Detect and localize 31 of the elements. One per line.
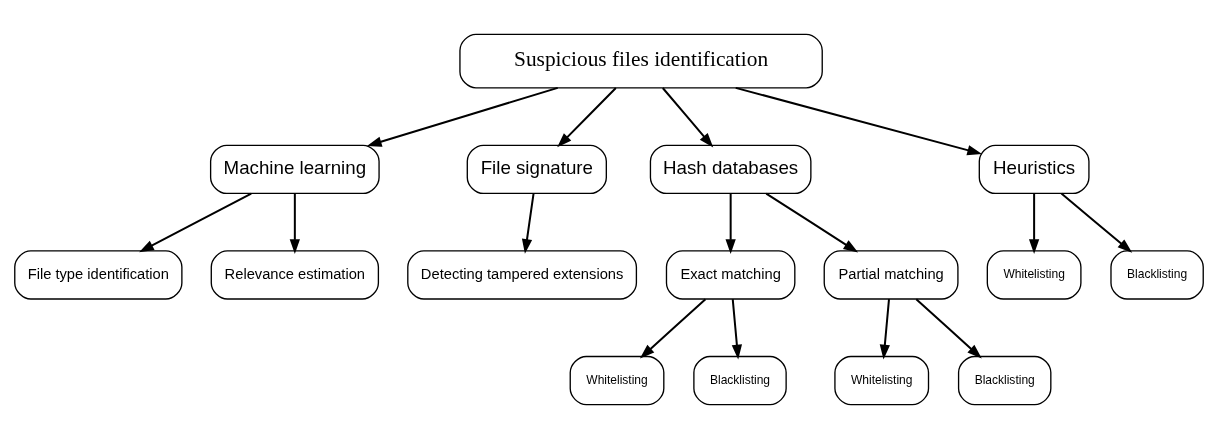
node-box: Whitelisting bbox=[834, 355, 930, 405]
arrow bbox=[521, 192, 535, 254]
arrow bbox=[662, 86, 714, 148]
arrow bbox=[731, 298, 742, 359]
arrow bbox=[915, 297, 982, 358]
node-box: File signature bbox=[466, 144, 607, 194]
arrow bbox=[1028, 193, 1040, 254]
node-box: Machine learning bbox=[209, 144, 380, 194]
arrow bbox=[735, 86, 982, 155]
node-box: File type identification bbox=[14, 249, 183, 300]
node-box: Blacklisting bbox=[957, 355, 1052, 405]
arrow bbox=[879, 298, 890, 359]
node-box: Whitelisting bbox=[986, 249, 1082, 300]
arrow bbox=[725, 193, 736, 254]
arrow bbox=[289, 193, 300, 254]
arrow bbox=[639, 297, 707, 358]
node-box: Partial matching bbox=[823, 249, 959, 300]
node-box: Detecting tampered extensions bbox=[407, 249, 638, 300]
node-box: Exact matching bbox=[665, 249, 796, 300]
node-box: Blacklisting bbox=[1110, 249, 1204, 300]
arrow bbox=[139, 192, 252, 252]
arrow bbox=[1060, 192, 1133, 253]
arrow bbox=[366, 86, 558, 147]
node-box: Blacklisting bbox=[693, 355, 787, 405]
arrow bbox=[557, 86, 617, 147]
node-box: Hash databases bbox=[649, 144, 812, 194]
node-box: Whitelisting bbox=[569, 355, 665, 405]
node-box: Suspicious files identification bbox=[459, 33, 823, 88]
arrow bbox=[765, 192, 859, 252]
node-box: Heuristics bbox=[978, 144, 1090, 194]
node-box: Relevance estimation bbox=[210, 249, 380, 300]
